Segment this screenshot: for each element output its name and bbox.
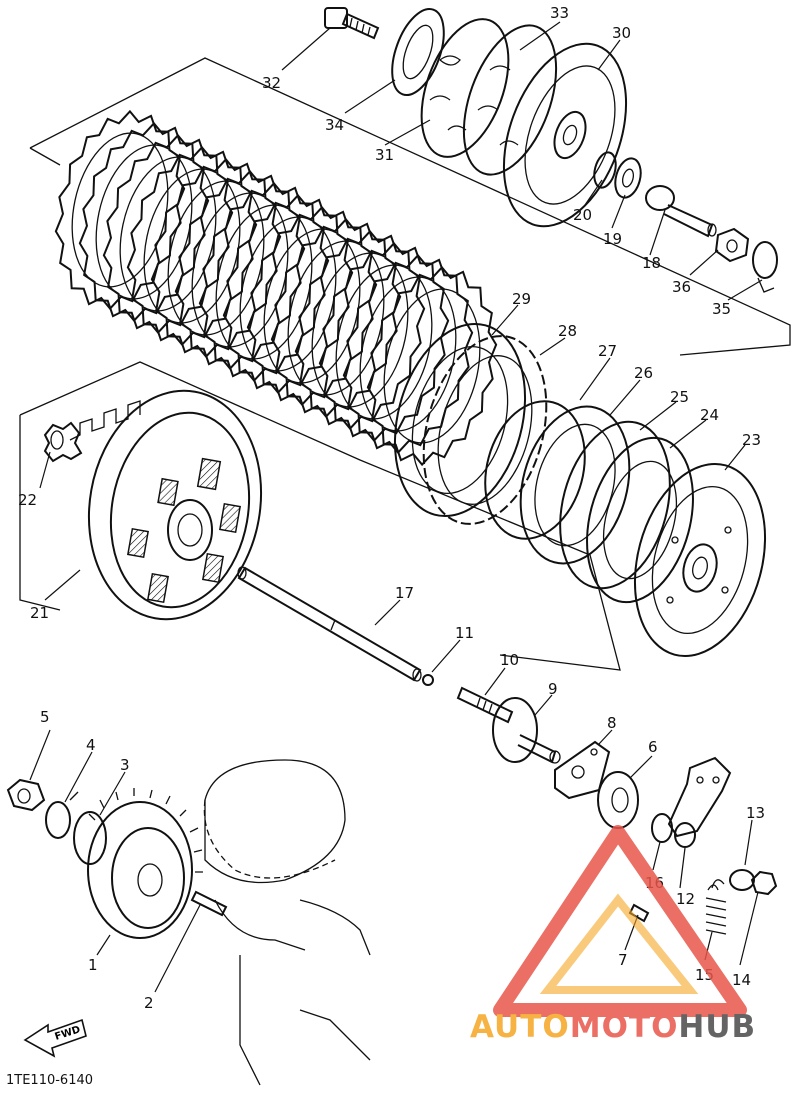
callout-2: 2: [144, 994, 154, 1012]
fwd-arrow: FWD: [23, 1018, 87, 1058]
part-14-nut: [750, 870, 778, 896]
upper-frame-left: [29, 147, 61, 166]
clutch-plate-bore: [95, 144, 193, 300]
part-25-plate: [559, 420, 671, 590]
callout-9: 9: [548, 680, 558, 698]
clutch-plate-stack: [54, 109, 498, 467]
part-18-push-rod: [645, 185, 717, 238]
part-21-clutch-housing: [69, 389, 263, 621]
clutch-plate-bore: [239, 216, 337, 372]
callout-28: 28: [558, 322, 577, 340]
clutch-plate-bore: [119, 156, 217, 312]
callout-12: 12: [676, 890, 695, 908]
part-11-ball: [422, 674, 434, 686]
clutch-plate: [366, 265, 498, 467]
watermark-text: AUTOMOTOHUB: [470, 1009, 756, 1045]
clutch-plate-bore: [71, 132, 169, 288]
part-15-spring: [705, 879, 727, 935]
part-4-lock-washer: [45, 791, 79, 839]
part-33-spring-plate: [462, 24, 558, 176]
callout-32: 32: [262, 74, 281, 92]
watermark-moto: MOTO: [570, 1009, 679, 1045]
part-8-plate: [554, 740, 611, 800]
upper-assembly-frame: [29, 57, 791, 356]
callout-30: 30: [612, 24, 631, 42]
callout-4: 4: [86, 736, 96, 754]
part-29-friction-plate: [393, 322, 527, 518]
part-24-plate: [586, 436, 694, 604]
clutch-plate-14: [366, 265, 498, 467]
part-28-friction-plate: [422, 335, 548, 525]
callout-13: 13: [746, 804, 765, 822]
part-13-washer: [729, 869, 755, 891]
part-12-lever: [667, 756, 732, 848]
clutch-plate-bore: [167, 180, 265, 336]
clutch-plate-bore: [143, 168, 241, 324]
part-36-nut: [714, 227, 750, 263]
callout-21: 21: [30, 604, 49, 622]
callout-14: 14: [732, 971, 751, 989]
part-5-nut: [6, 778, 46, 812]
part-22-circlip: [43, 421, 83, 463]
part-16-washer: [651, 813, 673, 843]
callout-27: 27: [598, 342, 617, 360]
callout-33: 33: [550, 4, 569, 22]
clutch-plate-bore: [335, 264, 433, 420]
part-30-pressure-plate: [502, 42, 628, 228]
part-code: 1TE110-6140: [6, 1073, 93, 1088]
callout-19: 19: [603, 230, 622, 248]
callout-35: 35: [712, 300, 731, 318]
callout-22: 22: [18, 491, 37, 509]
callout-8: 8: [607, 714, 617, 732]
clutch-plate-bore: [191, 192, 289, 348]
watermark-hub: HUB: [678, 1009, 756, 1045]
part-3-washer: [73, 811, 107, 865]
part-19-bearing: [614, 157, 642, 199]
callout-6: 6: [648, 738, 658, 756]
part-9-push-lever: [492, 697, 561, 764]
part-10-push-rod: [456, 686, 514, 724]
clutch-plate-bore: [263, 228, 361, 384]
callout-17: 17: [395, 584, 414, 602]
leader-lines: [29, 21, 763, 993]
callout-36: 36: [672, 278, 691, 296]
callout-26: 26: [634, 364, 653, 382]
clutch-plate-bore: [287, 240, 385, 396]
part-32-bolt: [324, 7, 380, 40]
part-17-push-rod: [237, 566, 422, 682]
assembly-frames: [19, 57, 791, 671]
part-34-lock-plate: [391, 8, 445, 96]
callout-25: 25: [670, 388, 689, 406]
part-20-washer: [593, 151, 617, 189]
callout-23: 23: [742, 431, 761, 449]
lower-frame-left: [19, 415, 61, 611]
callout-11: 11: [455, 624, 474, 642]
callout-5: 5: [40, 708, 50, 726]
part-23-clutch-boss: [633, 462, 767, 658]
watermark-auto: AUTO: [470, 1009, 570, 1045]
callout-10: 10: [500, 651, 519, 669]
callout-31: 31: [375, 146, 394, 164]
callout-20: 20: [573, 206, 592, 224]
callout-3: 3: [120, 756, 130, 774]
part-6-oil-seal: [597, 771, 639, 829]
callout-1: 1: [88, 956, 98, 974]
part-27-plate: [484, 400, 586, 540]
part-35-lock-washer: [752, 241, 778, 293]
watermark-logo: AUTOMOTOHUB: [470, 825, 756, 1045]
callout-24: 24: [700, 406, 719, 424]
callout-7: 7: [618, 951, 628, 969]
callout-18: 18: [642, 254, 661, 272]
clutch-plate-bore: [383, 288, 481, 444]
clutch-plate-bore: [215, 204, 313, 360]
crankshaft-outline: [203, 759, 371, 1086]
clutch-plate-bore: [311, 252, 409, 408]
lower-assembly-frame: [19, 361, 621, 671]
callout-29: 29: [512, 290, 531, 308]
part-26-plate: [519, 405, 631, 565]
part-1-primary-drive-gear: [87, 788, 203, 939]
callout-34: 34: [325, 116, 344, 134]
